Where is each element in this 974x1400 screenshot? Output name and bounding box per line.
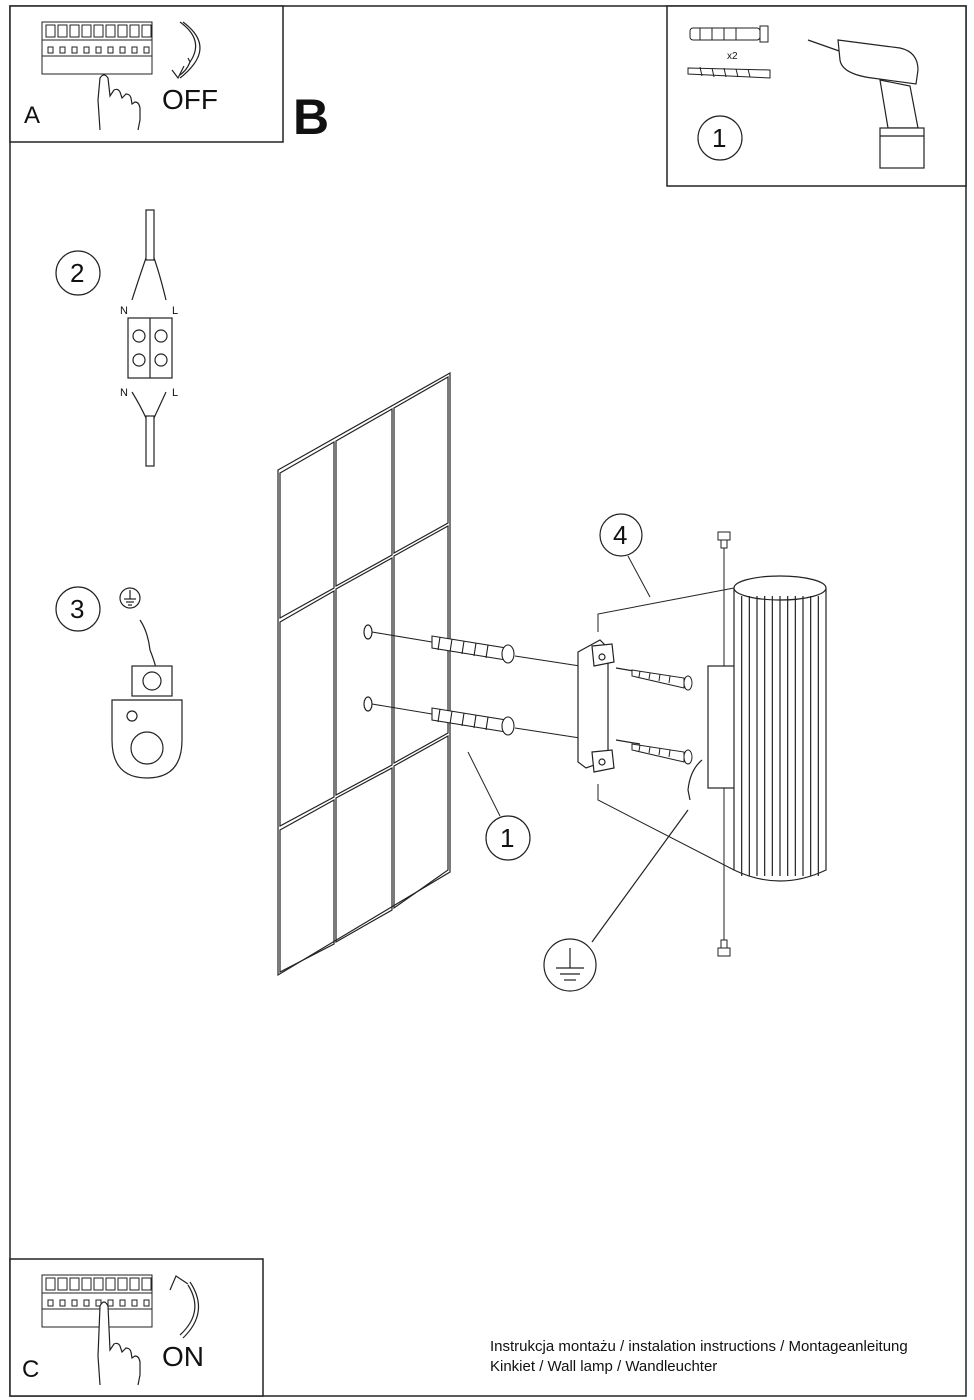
breaker-toggle	[143, 1299, 150, 1307]
breaker-toggle	[119, 46, 126, 54]
breaker-switch	[69, 1277, 80, 1291]
step-1-wall-number: 1	[500, 823, 515, 853]
wall-plug-icon	[371, 631, 581, 739]
breaker-switch	[57, 1277, 68, 1291]
hand-icon	[97, 74, 141, 131]
breaker-switch	[81, 24, 92, 38]
page-border	[9, 5, 967, 1397]
breaker-toggle	[71, 46, 78, 54]
breaker-toggle	[95, 1299, 102, 1307]
breaker-toggle	[47, 1299, 54, 1307]
panel-b-letter: B	[293, 89, 330, 145]
step-1-top-number: 1	[712, 123, 727, 153]
panel-a-state-label: OFF	[162, 84, 218, 115]
terminal-l-top: L	[172, 305, 179, 317]
breaker-switch	[57, 24, 68, 38]
breaker-switch	[141, 24, 152, 38]
terminal-n-bottom: N	[120, 387, 128, 399]
panel-a-letter: A	[24, 102, 41, 129]
breaker-toggle	[71, 1299, 78, 1307]
breaker-switch	[129, 1277, 140, 1291]
breaker-toggle	[83, 1299, 90, 1307]
earth-terminal-icon	[111, 587, 183, 779]
wall-tiles-icon	[277, 371, 451, 977]
panel-c-power-on	[9, 1258, 264, 1397]
footer-caption: Instrukcja montażu / instalation instruc…	[490, 1337, 908, 1377]
breaker-toggle	[143, 46, 150, 54]
curved-arrow-icon	[171, 21, 201, 80]
breaker-toggle	[107, 1299, 114, 1307]
footer-line-1: Instrukcja montażu / instalation instruc…	[490, 1338, 908, 1355]
assembly-guide-lines	[467, 555, 735, 871]
step-markers	[55, 115, 743, 861]
breaker-toggle	[59, 1299, 66, 1307]
terminal-block-icon	[127, 209, 173, 467]
breaker-toggle	[119, 1299, 126, 1307]
breaker-switch	[105, 24, 116, 38]
breaker-toggle	[95, 46, 102, 54]
screw-icon	[687, 66, 771, 79]
footer-line-2: Kinkiet / Wall lamp / Wandleuchter	[490, 1358, 718, 1375]
breaker-switch	[69, 24, 80, 38]
terminal-l-bottom: L	[172, 387, 179, 399]
curved-arrow-icon	[169, 1275, 200, 1339]
breaker-toggle	[47, 46, 54, 54]
breaker-toggle	[59, 46, 66, 54]
quantity-label: x2	[727, 51, 738, 62]
panel-a-power-off	[9, 5, 284, 143]
ground-symbol-icon	[543, 809, 689, 992]
panel-c-letter: C	[22, 1356, 40, 1383]
breaker-switch	[45, 1277, 56, 1291]
wall-plug-icon	[689, 25, 769, 43]
breaker-switch	[117, 1277, 128, 1291]
step-2-number: 2	[70, 258, 85, 288]
panel-c-state-label: ON	[162, 1341, 204, 1372]
breaker-toggle	[131, 1299, 138, 1307]
circuit-breaker-panel-icon	[41, 21, 153, 75]
mounting-bracket-icon	[577, 639, 641, 773]
breaker-switch	[93, 1277, 104, 1291]
breaker-toggle	[131, 46, 138, 54]
drill-icon	[807, 39, 925, 169]
breaker-switch	[129, 24, 140, 38]
step-4-number: 4	[613, 520, 628, 550]
breaker-toggle	[83, 46, 90, 54]
breaker-switch	[93, 24, 104, 38]
hand-icon	[97, 1301, 141, 1386]
breaker-switch	[45, 24, 56, 38]
breaker-toggle	[107, 46, 114, 54]
breaker-switch	[81, 1277, 92, 1291]
terminal-n-top: N	[120, 305, 128, 317]
step-3-number: 3	[70, 594, 85, 624]
circuit-breaker-panel-icon	[41, 1274, 153, 1328]
wall-lamp-icon	[687, 575, 827, 882]
breaker-switch	[117, 24, 128, 38]
breaker-switch	[141, 1277, 152, 1291]
breaker-switch	[105, 1277, 116, 1291]
